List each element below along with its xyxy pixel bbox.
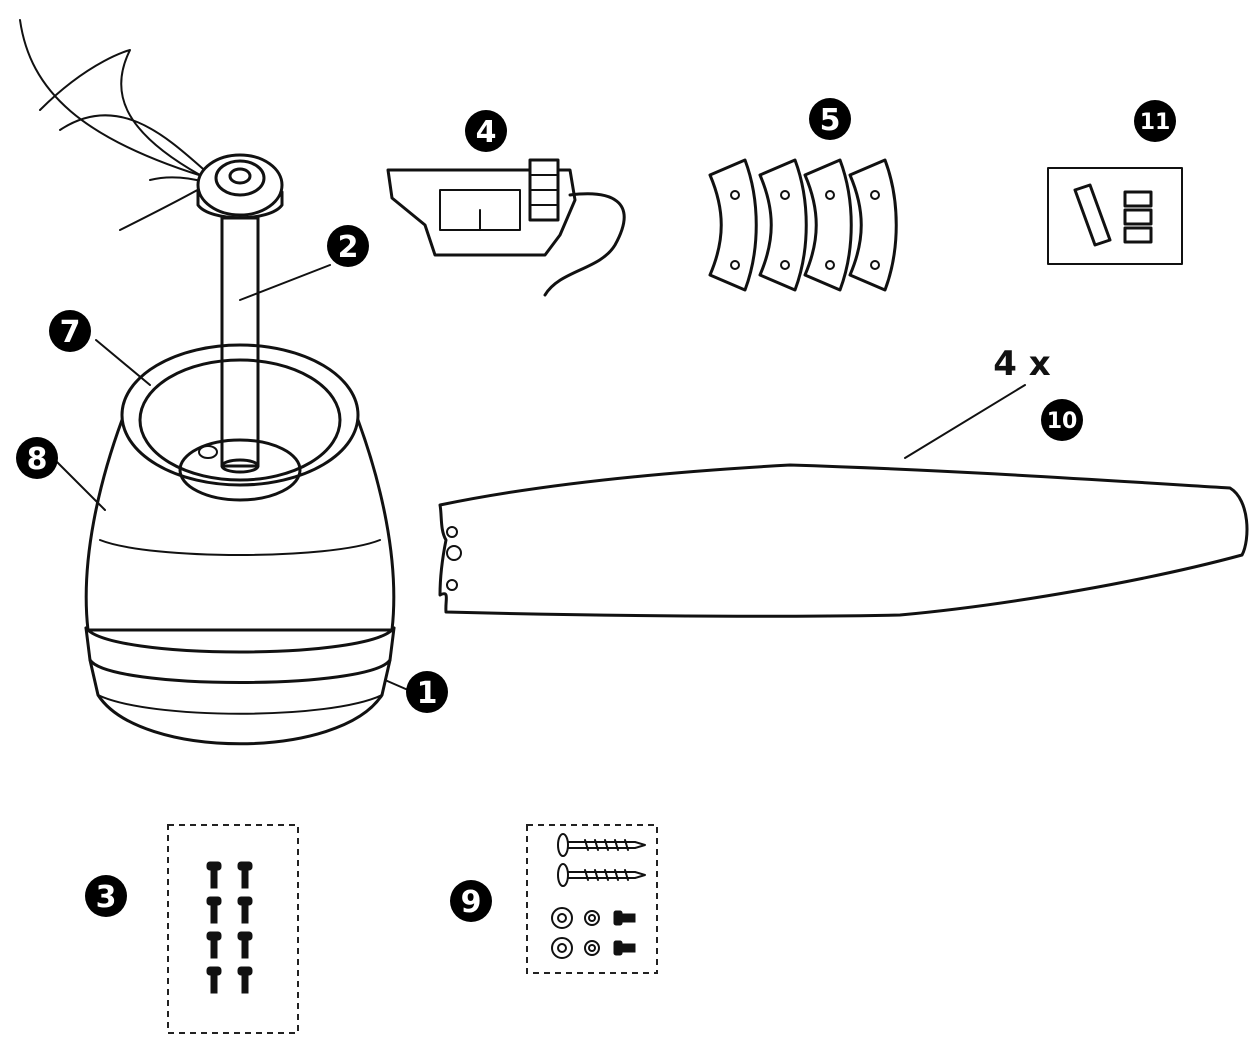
fan-blade <box>440 385 1247 616</box>
badge-1-label: 1 <box>417 676 438 711</box>
blade-brackets <box>710 160 896 290</box>
downrod-assembly <box>20 20 330 472</box>
badge-8-label: 8 <box>27 442 48 477</box>
badge-1: 1 <box>406 671 448 713</box>
blade-quantity-label: 4 x <box>993 344 1050 384</box>
badge-9-label: 9 <box>461 885 482 920</box>
switch-housing <box>388 160 624 295</box>
badge-2: 2 <box>327 225 369 267</box>
badge-5-label: 5 <box>820 103 841 138</box>
badge-10-label: 10 <box>1047 409 1078 434</box>
badge-2-label: 2 <box>338 230 359 265</box>
badge-9: 9 <box>450 880 492 922</box>
badge-10: 10 <box>1041 399 1083 441</box>
bolt-bag <box>168 825 298 1033</box>
screw-bag <box>527 825 657 973</box>
badge-3: 3 <box>85 875 127 917</box>
badge-11: 11 <box>1134 100 1176 142</box>
badge-11-label: 11 <box>1140 110 1171 135</box>
badge-4-label: 4 <box>476 115 497 150</box>
badge-7: 7 <box>49 310 91 352</box>
small-parts-box <box>1048 168 1182 264</box>
badge-3-label: 3 <box>96 880 117 915</box>
badge-4: 4 <box>465 110 507 152</box>
badge-5: 5 <box>809 98 851 140</box>
badge-8: 8 <box>16 437 58 479</box>
badge-7-label: 7 <box>60 315 81 350</box>
